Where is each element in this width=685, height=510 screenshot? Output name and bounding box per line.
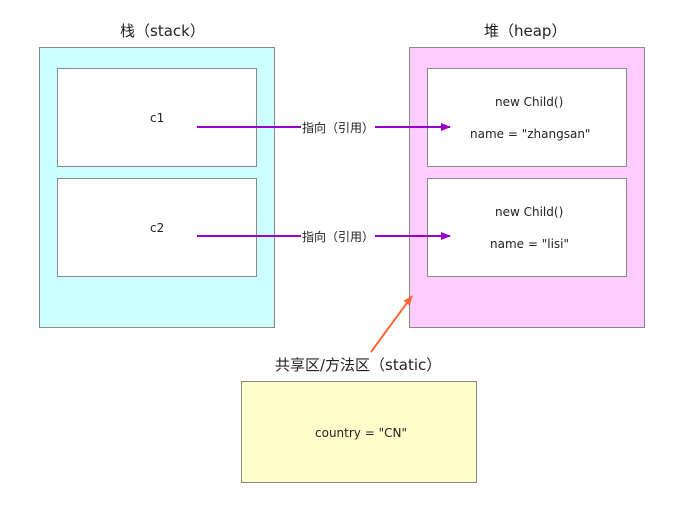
heap-title: 堆（heap） [484, 22, 567, 40]
heap-object-lisi [427, 178, 627, 277]
stack-var-c2: c2 [150, 221, 165, 235]
heap-object-2-field: name = "lisi" [490, 237, 570, 251]
stack-cell-c2 [57, 178, 257, 277]
static-reference-arrow [370, 295, 413, 353]
reference-label-c2: 指向（引用） [301, 228, 376, 245]
stack-cell-c1 [57, 68, 257, 167]
static-field: country = "CN" [315, 426, 407, 440]
stack-title: 栈（stack） [120, 22, 205, 40]
static-title: 共享区/方法区（static） [275, 356, 442, 374]
heap-object-2-ctor: new Child() [495, 205, 564, 219]
heap-object-1-ctor: new Child() [495, 95, 564, 109]
stack-var-c1: c1 [150, 111, 165, 125]
static-region [241, 381, 477, 483]
heap-object-1-field: name = "zhangsan" [470, 127, 591, 141]
reference-label-c1: 指向（引用） [301, 119, 376, 136]
heap-object-zhangsan [427, 68, 627, 167]
